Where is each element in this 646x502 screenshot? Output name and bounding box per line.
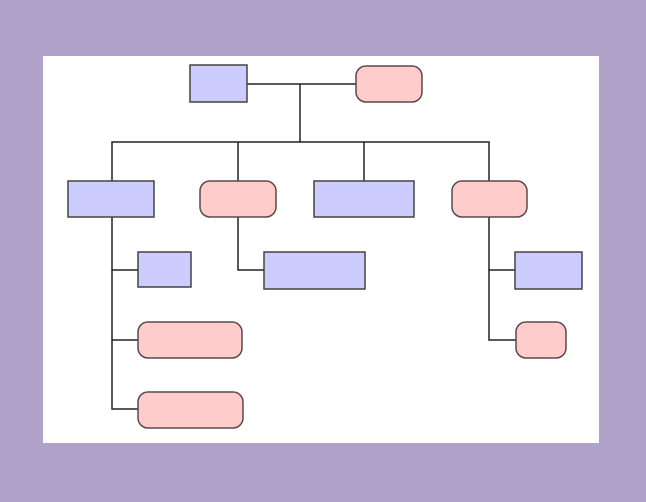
node-n6 (451, 180, 528, 218)
node-n9 (137, 391, 244, 429)
connector-n3-n9 (111, 340, 138, 410)
node-n1 (189, 64, 248, 103)
rect-box (514, 251, 583, 290)
node-n2 (355, 65, 423, 103)
rounded-box (137, 391, 244, 429)
nodes-layer (67, 64, 583, 429)
rect-box (313, 180, 415, 218)
connector-n1-n3 (111, 84, 301, 181)
node-n12 (515, 321, 567, 359)
rounded-box (137, 321, 243, 359)
node-n5 (313, 180, 415, 218)
rounded-box (451, 180, 528, 218)
connectors-layer (111, 83, 516, 410)
node-n4 (199, 180, 277, 218)
connector-n6-n12 (488, 270, 516, 341)
diagram-canvas (43, 56, 599, 443)
rounded-box (515, 321, 567, 359)
rect-box (263, 251, 366, 290)
node-n7 (137, 251, 192, 288)
rect-box (189, 64, 248, 103)
rect-box (137, 251, 192, 288)
node-n11 (514, 251, 583, 290)
node-n3 (67, 180, 155, 218)
node-n10 (263, 251, 366, 290)
rect-box (67, 180, 155, 218)
rounded-box (199, 180, 277, 218)
connector-n4-n10 (237, 217, 264, 271)
rounded-box (355, 65, 423, 103)
node-n8 (137, 321, 243, 359)
connector-n1-n6 (300, 141, 490, 181)
